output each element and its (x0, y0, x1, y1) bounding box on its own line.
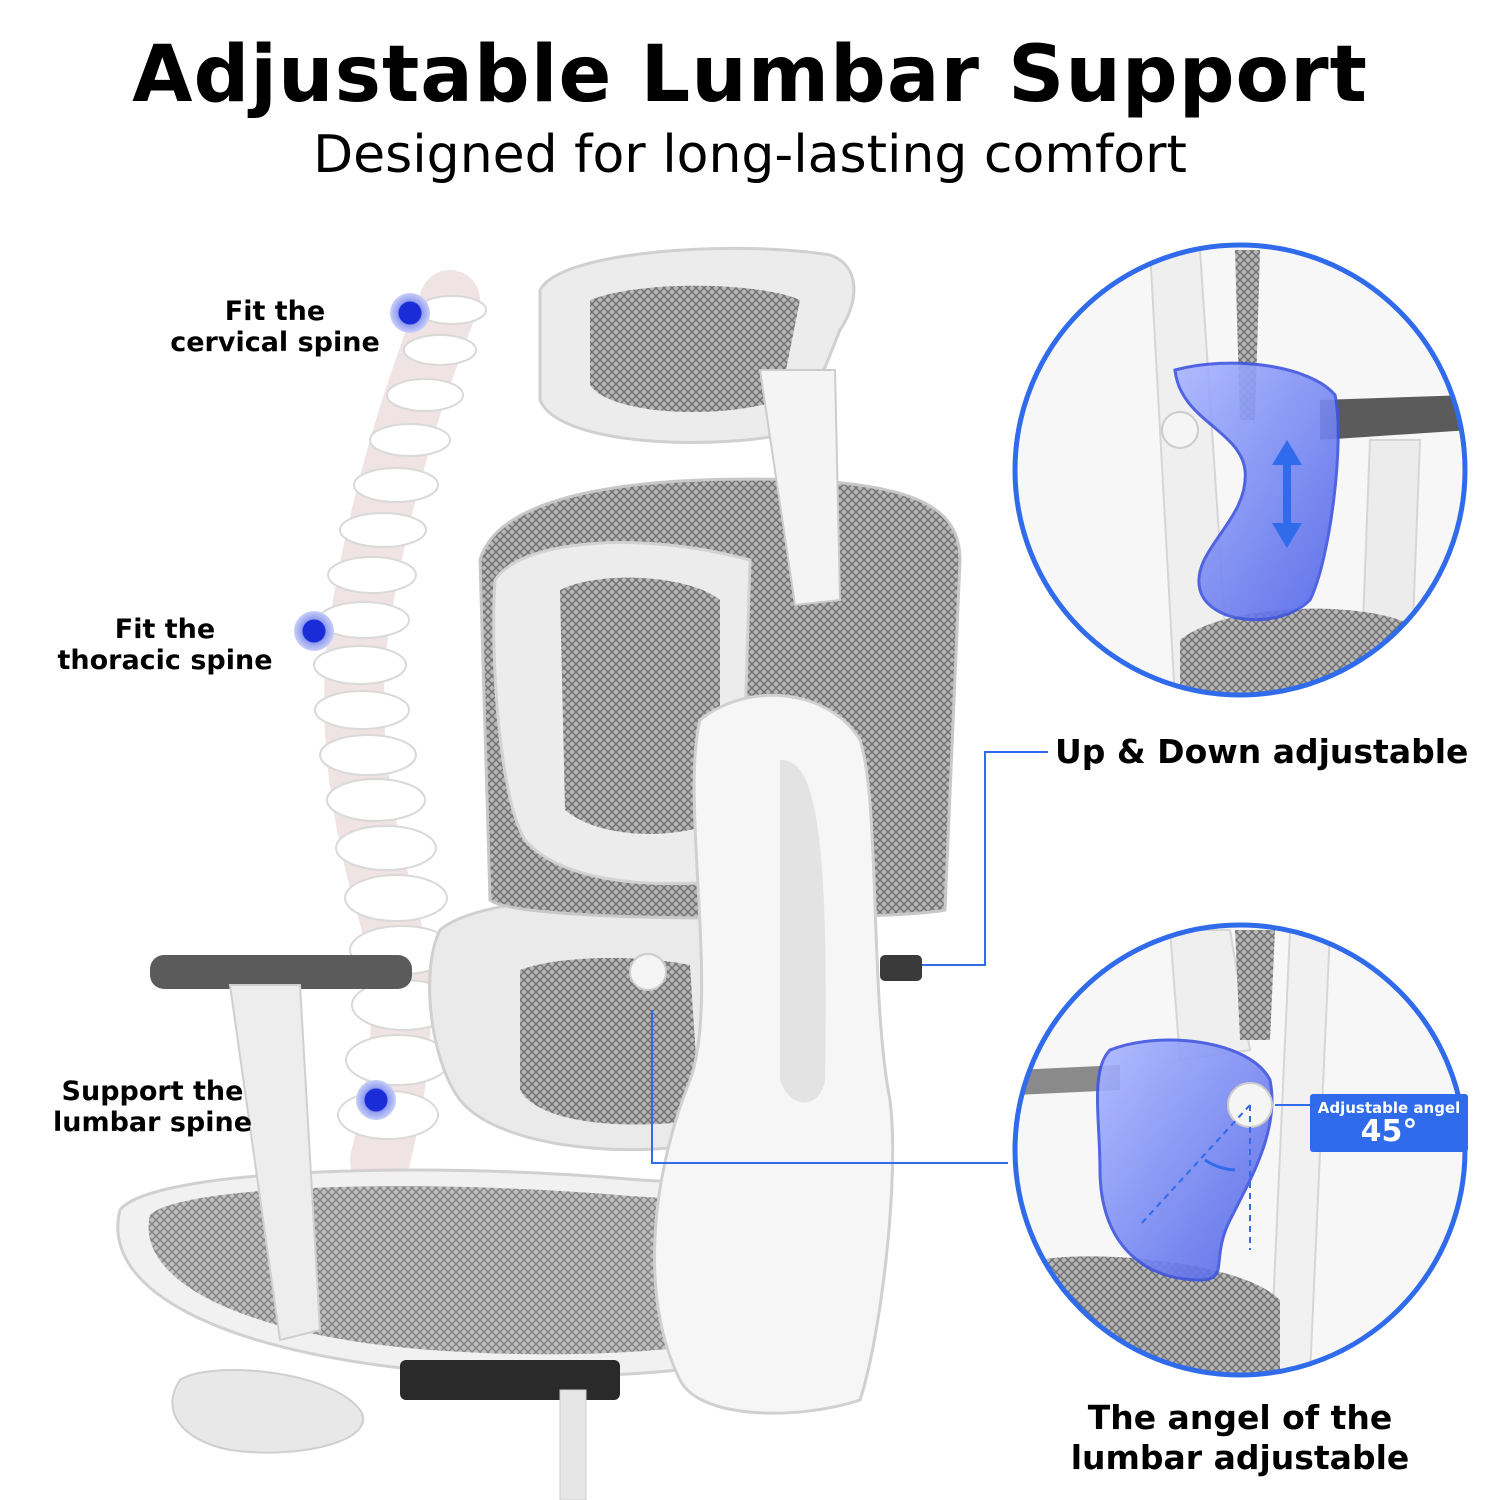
spine-illustration (313, 270, 487, 1190)
callout-thoracic: Fit the thoracic spine (57, 614, 273, 677)
angle-badge: Adjustable angel 45° (1310, 1094, 1468, 1152)
chair-illustration (116, 246, 962, 1500)
page-subtitle: Designed for long-lasting comfort (313, 125, 1187, 185)
leader-lines (651, 751, 1048, 1164)
footrest (171, 1369, 364, 1454)
callout-cervical: Fit the cervical spine (170, 296, 380, 359)
angle-arc-icon (1204, 1158, 1236, 1172)
thoracic-marker-icon (294, 611, 334, 651)
detail-circle-up-down (1012, 242, 1468, 698)
cervical-marker-icon (390, 293, 430, 333)
angle-badge-label: Adjustable angel (1317, 1099, 1461, 1117)
lumbar-marker-icon (356, 1080, 396, 1120)
angle-badge-value: 45° (1360, 1114, 1418, 1149)
up-down-arrow-icon (1272, 440, 1302, 548)
page-title: Adjustable Lumbar Support (132, 30, 1368, 120)
callout-lumbar: Support the lumbar spine (52, 1076, 253, 1139)
callout-angle: The angel of the lumbar adjustable (1070, 1398, 1410, 1477)
callout-up-down: Up & Down adjustable (1055, 732, 1469, 771)
